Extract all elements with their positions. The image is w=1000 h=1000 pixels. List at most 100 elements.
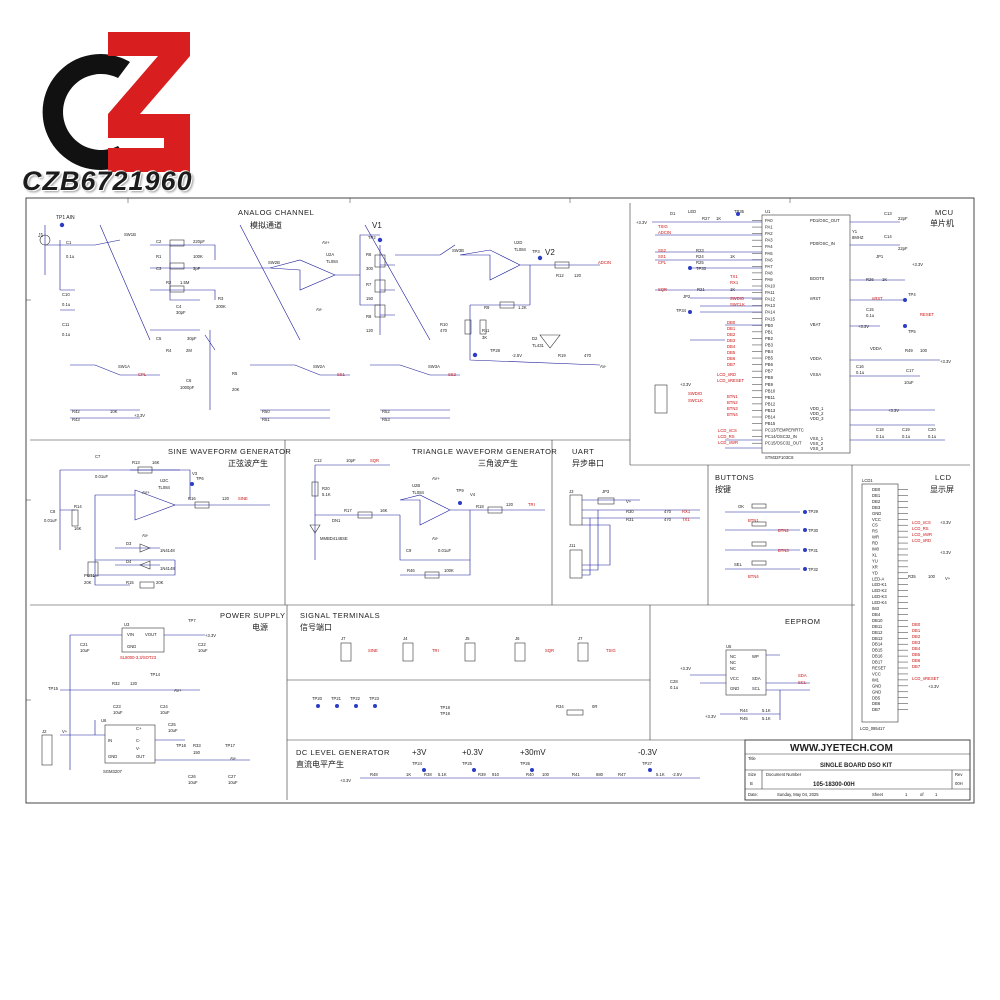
- lcd-pin-label: XR: [872, 564, 878, 569]
- lcd-pin-label: LED-K1: [872, 582, 887, 587]
- svg-text:C6: C6: [186, 378, 192, 383]
- terminal-connector: [464, 642, 476, 662]
- mcu-pin-label: VSSA: [810, 372, 821, 377]
- svg-text:J1: J1: [38, 233, 44, 239]
- component-label: MMBD4148SE: [320, 536, 348, 541]
- component-label: C28: [670, 679, 678, 684]
- dc-label: R39: [478, 772, 486, 777]
- svg-text:SW1B: SW1B: [124, 232, 136, 237]
- svg-text:C11: C11: [62, 322, 70, 327]
- component-label: SCL: [798, 680, 807, 685]
- mcu-lcd-net: DB4: [727, 344, 736, 349]
- mcu-pin-label: PD1/OSC_OUT: [810, 218, 840, 223]
- svg-text:TL431: TL431: [532, 343, 545, 348]
- eeprom-wires: [690, 654, 810, 720]
- mcu-lcd-net: DB6: [727, 356, 736, 361]
- u3-regulator: [121, 627, 165, 653]
- svg-text:3K: 3K: [482, 335, 487, 340]
- mcu-left-pins: PA0PA1PA2PA3PA4PA5PA6PA7PA8PA9PA10PA11PA…: [752, 218, 804, 446]
- svg-text:TL084: TL084: [326, 259, 339, 264]
- lcd-net-label: LCD_nRD: [912, 538, 931, 543]
- svg-text:AV+: AV+: [322, 240, 330, 245]
- component-label: C8: [50, 509, 56, 514]
- lcd-pin-label: YU: [872, 558, 878, 563]
- mcu-pin-label: PB6: [765, 362, 774, 367]
- analog-channel-section: ANALOG CHANNEL 模拟通道 TP1 AIN J1 C1: [38, 208, 611, 422]
- component-label: VIN: [127, 632, 134, 637]
- dc-label: R40: [526, 772, 534, 777]
- component-label: SS2: [658, 248, 667, 253]
- svg-text:R42: R42: [72, 409, 80, 414]
- sheet-text: 1: [905, 792, 908, 797]
- component-label: C25: [168, 722, 176, 727]
- svg-text:R5: R5: [232, 371, 238, 376]
- component-label: C7: [95, 454, 101, 459]
- triangle-subtitle: 三角波产生: [478, 458, 518, 468]
- component-label: WP: [752, 654, 759, 659]
- svg-text:1.5M: 1.5M: [180, 280, 190, 285]
- svg-text:V1: V1: [372, 221, 382, 230]
- lcd-net-label: DB7: [912, 664, 921, 669]
- lcd-subtitle: 显示屏: [930, 485, 954, 494]
- svg-text:AV-: AV-: [316, 307, 323, 312]
- svg-text:TP1 AIN: TP1 AIN: [56, 215, 75, 221]
- component-label: U5: [726, 644, 732, 649]
- terminal-connector: [514, 642, 526, 662]
- terminal-label: J4: [403, 636, 408, 641]
- dc-level-label: +3V: [412, 748, 427, 757]
- svg-text:R7: R7: [366, 282, 372, 287]
- component-label: SQR: [658, 287, 667, 292]
- svg-text:TP3: TP3: [532, 249, 540, 254]
- lcd-pin-label: GND: [872, 683, 881, 688]
- lcd-net-label: LCD_RS: [912, 526, 929, 531]
- terminal-label: TP20: [312, 696, 323, 701]
- component-label: R30: [626, 509, 634, 514]
- lcd-pin-label: GND: [872, 689, 881, 694]
- mcu-subtitle: 单片机: [930, 218, 954, 228]
- terminal-label: J7: [341, 636, 346, 641]
- button-label: TP30: [808, 528, 819, 533]
- component-label: GND: [730, 686, 739, 691]
- button-switch: [751, 521, 767, 527]
- component-label: 5.1K: [762, 716, 771, 721]
- lcd-nets: +3.3VLCD_nCSLCD_RSLCD_nWRLCD_nRD+3.3VR35…: [908, 520, 951, 689]
- lcd-net-label: +3.3V: [940, 520, 951, 525]
- component-label: SL8000-3.3/SOT23: [120, 655, 157, 660]
- svg-text:150: 150: [366, 296, 374, 301]
- button-label: OK: [738, 504, 744, 509]
- component-label: SINE: [238, 496, 248, 501]
- component-label: R24: [696, 254, 704, 259]
- uart-title: UART: [572, 447, 594, 456]
- mcu-pin-label: PA2: [765, 231, 773, 236]
- component-label: nRST: [872, 296, 883, 301]
- component-label: TP33: [696, 266, 707, 271]
- lcd-pin-label: DB4: [872, 612, 881, 617]
- lcd-pin-label: CS: [872, 523, 878, 528]
- svg-text:U2A: U2A: [326, 252, 334, 257]
- sine-title: SINE WAVEFORM GENERATOR: [168, 447, 291, 456]
- component-label: SQR: [370, 458, 379, 463]
- svg-text:120: 120: [574, 273, 582, 278]
- mcu-pin-label: VDDA: [810, 356, 822, 361]
- mcu-lcd-net: DB2: [727, 332, 736, 337]
- mcu-wires: [652, 221, 945, 449]
- component-label: 8MHZ: [852, 235, 864, 240]
- component-label: 1N4148: [160, 566, 175, 571]
- component-label: R49: [905, 348, 913, 353]
- mcu-pin-label: PB3: [765, 342, 774, 347]
- button-switch: [751, 541, 767, 547]
- component-label: R20: [322, 486, 330, 491]
- component-label: V4: [470, 492, 476, 497]
- terminal-label: TP19: [440, 711, 451, 716]
- lcd-connector: [861, 483, 899, 723]
- component-label: VDDA: [870, 346, 882, 351]
- lcd-pin-label: DB13: [872, 636, 883, 641]
- mcu-pin-label: PA15: [765, 316, 776, 321]
- mcu-pin-label: PB15: [765, 421, 776, 426]
- component-label: TX1: [682, 517, 690, 522]
- dc-label: 5.1K: [438, 772, 447, 777]
- lcd-pin-label: LED-K2: [872, 588, 887, 593]
